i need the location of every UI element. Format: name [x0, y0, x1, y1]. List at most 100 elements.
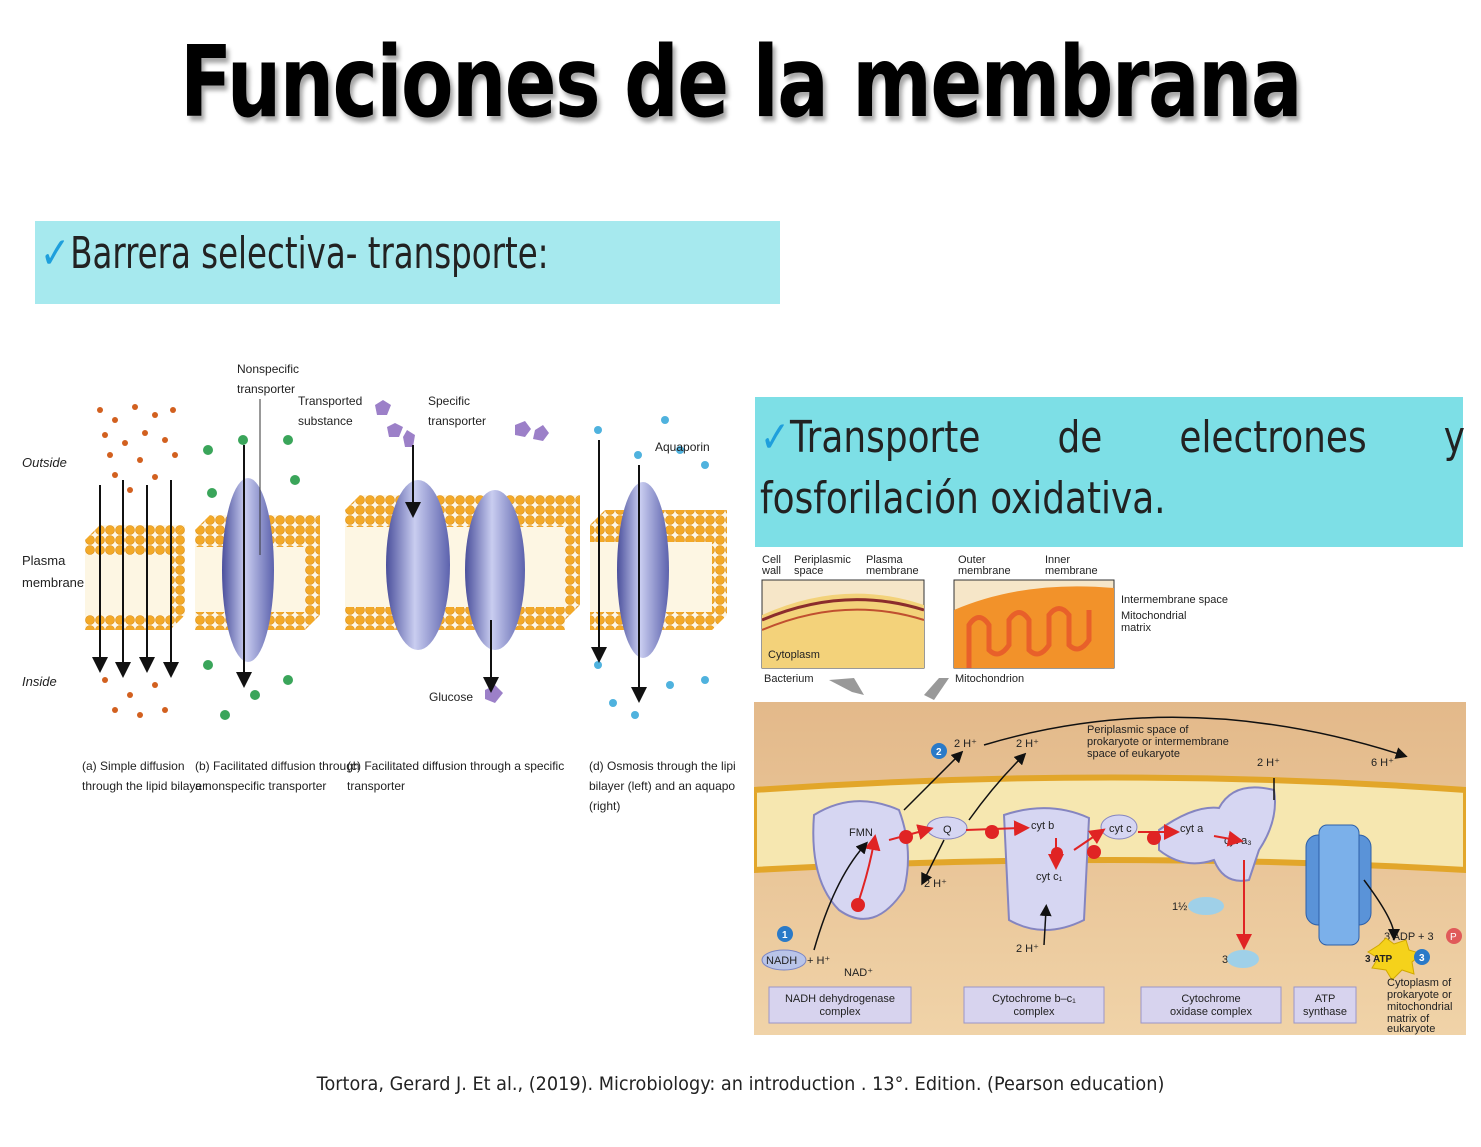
label-cyto: Cytoplasm of [1387, 977, 1452, 989]
molecules-d [594, 416, 709, 719]
bullet-text: Barrera selectiva- transporte: [70, 228, 549, 279]
label-specific-2: transporter [428, 414, 486, 428]
label-cytc1: cyt c₁ [1036, 871, 1063, 883]
label-nadh-complex: NADH dehydrogenase [785, 993, 895, 1005]
check-icon: ✓ [40, 228, 71, 279]
atp-star-icon [1367, 937, 1424, 981]
bullet-highlight-1 [35, 221, 780, 304]
arrows-a [92, 480, 179, 678]
label-plasma-membrane: membrane [866, 565, 919, 577]
label-outside: Outside [22, 455, 67, 470]
membrane-block-b [195, 478, 320, 662]
cytochrome-bc1-shape [1002, 807, 1091, 931]
proton-flow [813, 716, 1408, 951]
o2-badge [1188, 897, 1224, 915]
caption-a-2: through the lipid bilayer [82, 779, 206, 793]
label-matrix: Mitochondrial [1121, 610, 1186, 622]
label-cytb: cyt b [1031, 820, 1054, 832]
label-nadh-complex-2: complex [820, 1006, 861, 1018]
caption-d-2: bilayer (left) and an aquaporin [589, 779, 735, 793]
bullet-electron-transport: ✓Transporte de electrones y fosforilació… [760, 407, 1465, 529]
caption-d-3: (right) [589, 799, 620, 813]
bullet-word: electrones [1179, 412, 1367, 463]
bacterium-panel [761, 579, 925, 669]
label-inner: Inner [1045, 554, 1070, 566]
label-cytoplasm: Cytoplasm [768, 649, 820, 661]
label-glucose: Glucose [429, 690, 473, 704]
label-fmn: FMN [849, 827, 873, 839]
label-membrane: membrane [22, 575, 84, 590]
label-cyto-4: matrix of [1387, 1013, 1430, 1025]
figure-captions: (a) Simple diffusion through the lipid b… [82, 759, 735, 813]
bullet-line-2: fosforilación oxidativa. [760, 473, 1166, 524]
atp-synthase-shape [1305, 824, 1372, 946]
label-nonspecific-2: transporter [237, 382, 295, 396]
label-specific: Specific [428, 394, 470, 408]
label-h2c: 2 H⁺ [1257, 757, 1280, 769]
check-icon: ✓ [760, 412, 791, 463]
label-atp-synthase: ATP [1315, 993, 1336, 1005]
bullet-selective-barrier: ✓Barrera selectiva- transporte: [40, 228, 549, 279]
membrane-transport-figure: Outside Plasma membrane Inside Nonspecif… [22, 362, 735, 813]
bullet-word: y [1443, 412, 1465, 463]
label-cytc: cyt c [1109, 823, 1132, 835]
label-substance: substance [298, 414, 353, 428]
label-atp: 3 ATP [1365, 954, 1393, 965]
label-space: space [794, 565, 823, 577]
label-matrix-2: matrix [1121, 622, 1151, 634]
label-nadh: NADH [766, 955, 797, 967]
label-cell: Cell [762, 554, 781, 566]
complex-labels: NADH dehydrogenase complex Cytochrome b–… [785, 993, 1347, 1018]
label-periplasm-3: space of eukaryote [1087, 748, 1180, 760]
step-3-icon [1414, 949, 1430, 965]
label-h6: 6 H⁺ [1371, 757, 1394, 769]
caption-b: (b) Facilitated diffusion through [195, 759, 360, 773]
molecules-c [375, 400, 549, 703]
electron-badges [851, 825, 1161, 912]
caption-b-2: a nonspecific transporter [195, 779, 326, 793]
bullet-highlight-2 [755, 397, 1463, 547]
label-cyta3: cyt a₃ [1224, 835, 1252, 847]
label-bacterium: Bacterium [764, 673, 814, 685]
zoom-arrow-left [829, 678, 864, 695]
label-q: Q [943, 824, 952, 836]
mitochondrion-panel [953, 579, 1115, 669]
molecules-b [203, 435, 300, 720]
label-plasma: Plasma [22, 553, 66, 568]
molecules-a [97, 404, 178, 718]
label-nad: NAD⁺ [844, 967, 873, 979]
label-inside: Inside [22, 674, 57, 689]
label-h2d: 2 H⁺ [924, 878, 947, 890]
label-periplasm-2: prokaryote or intermembrane [1087, 736, 1229, 748]
complex-boxes [768, 986, 1357, 1024]
membrane-block-d [590, 482, 727, 658]
label-h2b: 2 H⁺ [1016, 738, 1039, 750]
label-bc1-complex-2: complex [1014, 1006, 1055, 1018]
label-plasma: Plasma [866, 554, 904, 566]
bullet-word: Transporte [790, 412, 981, 463]
step-1: 1 [782, 930, 788, 941]
label-h2a: 2 H⁺ [954, 738, 977, 750]
step-3: 3 [1419, 953, 1425, 964]
label-mitochondrion: Mitochondrion [955, 673, 1024, 685]
label-periplasm: Periplasmic space of [1087, 724, 1189, 736]
bullet-word: de [1057, 412, 1103, 463]
caption-c-2: transporter [347, 779, 405, 793]
cytc-shape [1100, 814, 1138, 840]
cytoplasm-labels: Cytoplasm of prokaryote or mitochondrial… [1387, 977, 1452, 1035]
label-bc1-complex: Cytochrome b–c₁ [992, 993, 1076, 1005]
caption-a: (a) Simple diffusion [82, 759, 185, 773]
zoom-arrow-right [924, 678, 949, 700]
label-inner-membrane: membrane [1045, 565, 1098, 577]
label-p: P [1450, 932, 1457, 943]
electron-transport-figure: Cell wall Periplasmic space Plasma membr… [754, 550, 1466, 1035]
slide-title: Funciones de la membrana [180, 26, 1302, 140]
label-cyta: cyt a [1180, 823, 1204, 835]
label-periplasmic: Periplasmic [794, 554, 851, 566]
label-plush: + H⁺ [807, 955, 830, 967]
label-transported: Transported [298, 394, 362, 408]
label-oxidase: Cytochrome [1181, 993, 1240, 1005]
h2o-badge [1227, 950, 1259, 968]
label-adp: 3 ADP + 3 [1384, 931, 1434, 943]
step-1-icon [777, 926, 793, 942]
